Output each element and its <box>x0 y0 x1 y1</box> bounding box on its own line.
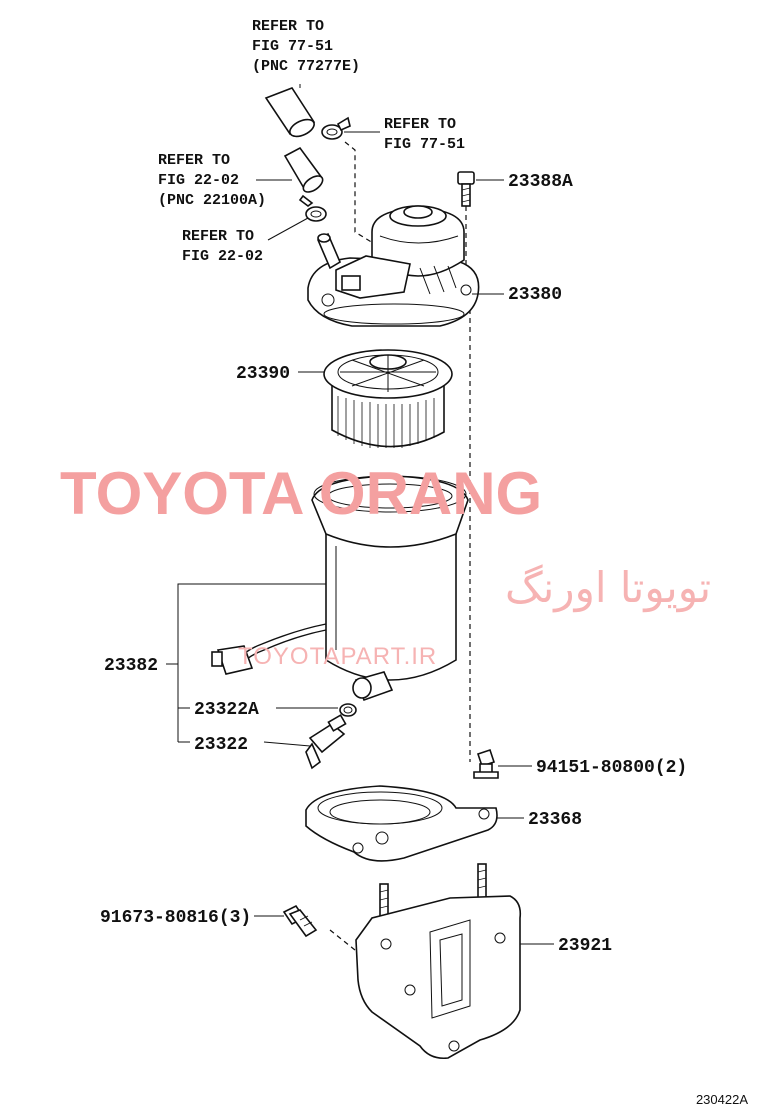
watermark-brand: TOYOTA ORANG <box>60 460 542 527</box>
ref-top-line1: REFER TO <box>252 18 324 35</box>
label-23382: 23382 <box>104 656 158 676</box>
label-23921: 23921 <box>558 936 612 956</box>
assembly-line-clamp <box>344 141 379 247</box>
upper-hose-clamp <box>321 116 351 140</box>
ref-hose-left-line1: REFER TO <box>158 152 230 169</box>
bracket-23368 <box>305 785 498 862</box>
label-23368: 23368 <box>528 810 582 830</box>
figure-id: 230422A <box>696 1092 748 1107</box>
bolt-94151-80800 <box>473 748 499 779</box>
water-sensor-23322 <box>305 714 347 770</box>
ref-hose-left-line2: FIG 22-02 <box>158 172 239 189</box>
label-91673-80816: 91673-80816(3) <box>100 908 251 928</box>
ref-top-line2: FIG 77-51 <box>252 38 333 55</box>
filter-element-23390 <box>323 349 453 448</box>
label-23390: 23390 <box>236 364 290 384</box>
label-23322A: 23322A <box>194 700 259 720</box>
filter-case-23382 <box>211 475 469 702</box>
leader-23382-bracket <box>166 583 326 743</box>
element-pleats <box>337 396 435 448</box>
ref-clamp-left-line1: REFER TO <box>182 228 254 245</box>
ref-top-line3: (PNC 77277E) <box>252 58 360 75</box>
bolt-23388A <box>457 171 475 207</box>
o-ring-23322A <box>339 703 357 717</box>
label-23380: 23380 <box>508 285 562 305</box>
lower-hose <box>283 146 324 193</box>
bolt-91673-80816 <box>282 904 318 938</box>
watermark-website: TOYOTAPART.IR <box>238 643 437 670</box>
ref-clamp-right-line1: REFER TO <box>384 116 456 133</box>
ref-clamp-left-line2: FIG 22-02 <box>182 248 263 265</box>
leader-clamp-left <box>267 217 309 241</box>
bracket-23921 <box>355 863 522 1060</box>
label-23322: 23322 <box>194 735 248 755</box>
lower-hose-clamp <box>298 194 327 222</box>
upper-hose <box>264 87 316 138</box>
filter-head-23380 <box>307 205 480 327</box>
ref-hose-left-line3: (PNC 22100A) <box>158 192 266 209</box>
ref-clamp-right-line2: FIG 77-51 <box>384 136 465 153</box>
leader-23322 <box>263 741 311 747</box>
label-94151-80800: 94151-80800(2) <box>536 758 687 778</box>
label-23388A: 23388A <box>508 172 573 192</box>
watermark-brand-persian: تویوتا اورنگ <box>505 563 711 612</box>
